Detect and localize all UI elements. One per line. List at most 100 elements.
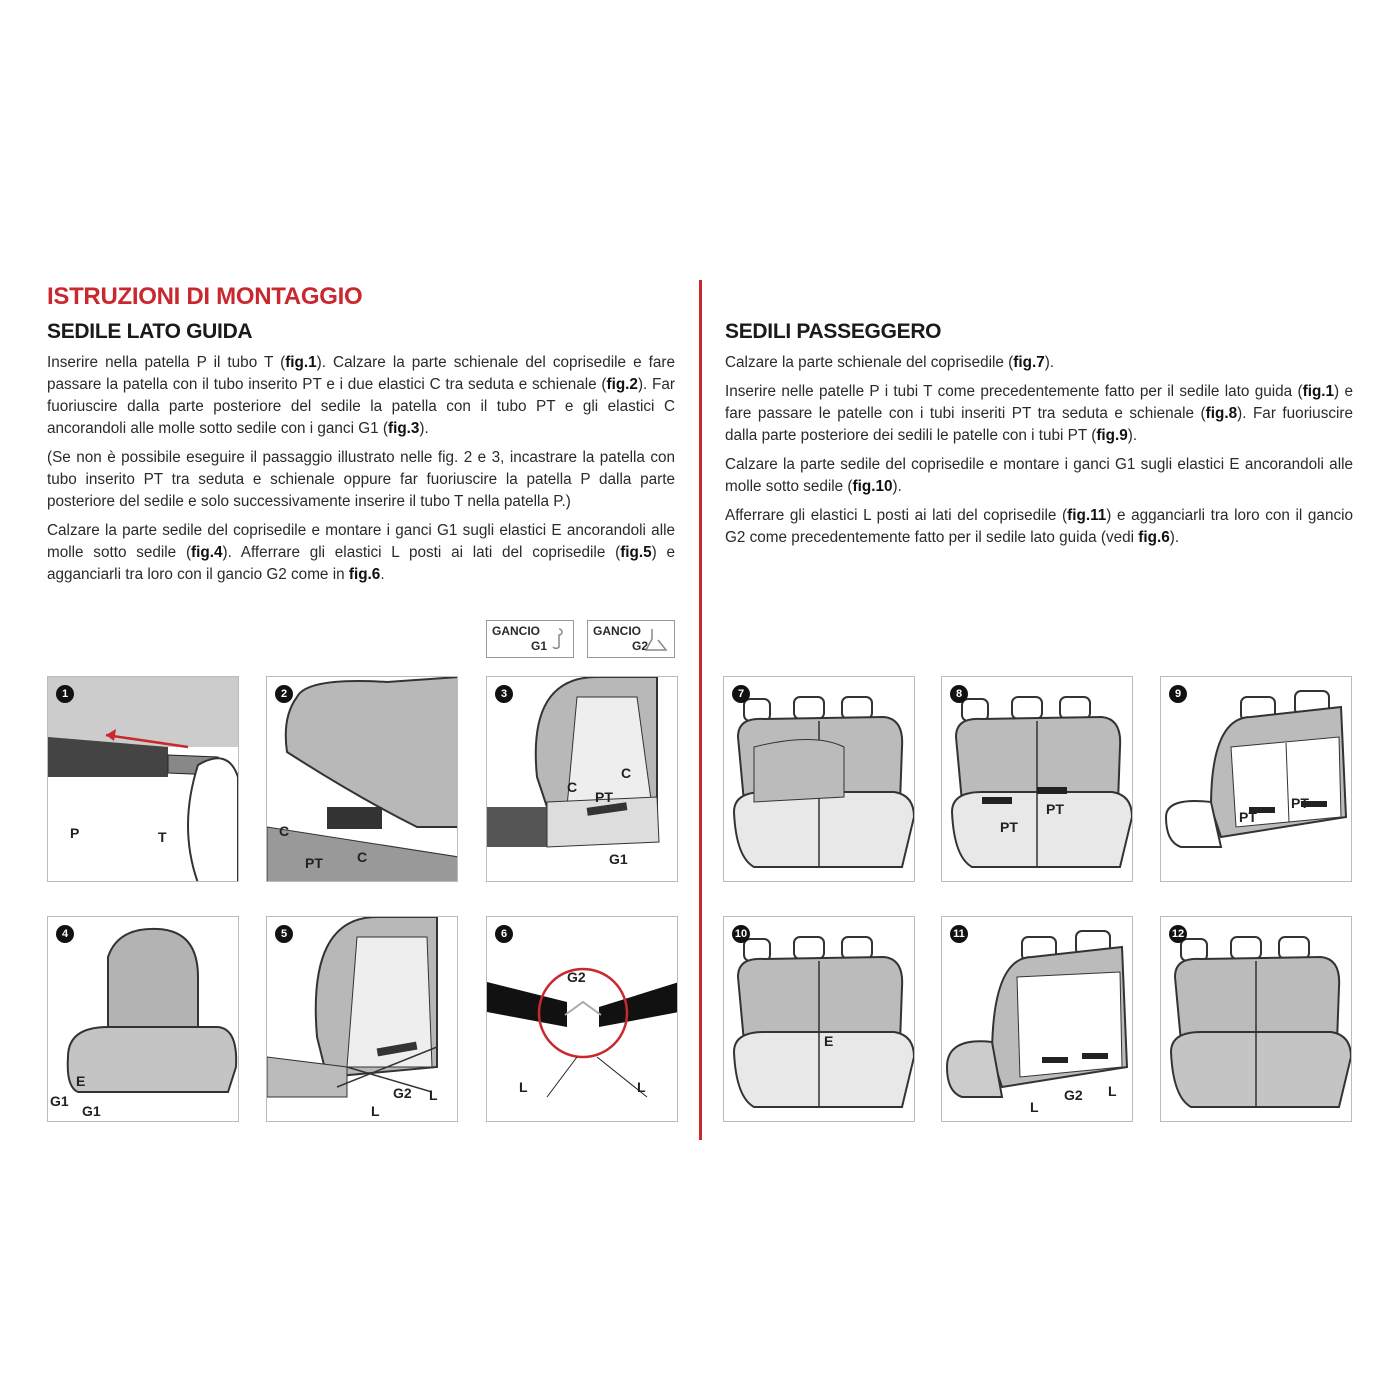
- figure-reference: fig.6: [1138, 529, 1170, 546]
- paragraph-text: ) e fare passare le patelle con i tubi i…: [725, 383, 1353, 422]
- passenger-seats-instructions: Calzare la parte schienale del coprisedi…: [725, 352, 1353, 556]
- passenger-seats-heading: SEDILI PASSEGGERO: [725, 320, 942, 343]
- seat-illustration: [732, 696, 914, 868]
- figure-label: G1: [82, 1103, 101, 1119]
- figure-reference: fig.9: [1096, 427, 1128, 444]
- figure-label: PT: [1046, 801, 1064, 817]
- figure-label: C: [357, 849, 368, 865]
- figure-label: PT: [595, 789, 613, 805]
- figure-number-badge: 9: [1169, 685, 1187, 703]
- paragraph-text: ). Calzare la parte schienale del copris…: [47, 354, 675, 393]
- column-divider: [699, 280, 702, 1140]
- figure-reference: fig.7: [1013, 354, 1045, 371]
- hook-code: G1: [530, 639, 547, 653]
- figure-label: C: [567, 779, 578, 795]
- figure-label: L: [1108, 1083, 1117, 1099]
- figure-7: 7: [723, 676, 915, 882]
- paragraph-text: ) e agganciarli tra loro con il gancio G…: [47, 544, 675, 583]
- seat-illustration: [945, 930, 1129, 1098]
- hook-label: GANCIO: [593, 624, 641, 638]
- paragraph-text: Calzare la parte sedile del coprisedile …: [47, 522, 675, 561]
- paragraph-text: .: [380, 566, 385, 583]
- figure-number-badge: 2: [275, 685, 293, 703]
- figure-number-badge: 6: [495, 925, 513, 943]
- paragraph-text: ). Afferrare gli elastici L posti ai lat…: [222, 544, 621, 561]
- hook-label: GANCIO: [492, 624, 540, 638]
- figure-label: C: [621, 765, 632, 781]
- paragraph-text: Inserire nelle patelle P i tubi T come p…: [725, 383, 1303, 400]
- driver-seat-instructions: Inserire nella patella P il tubo T ( fig.…: [47, 352, 675, 593]
- figure-label: L: [1030, 1099, 1039, 1115]
- paragraph-text: ). Far fuoriuscire dalla parte posterior…: [47, 376, 675, 437]
- instruction-paragraph: Calzare la parte schienale del coprisedi…: [725, 352, 1353, 374]
- figure-label: G2: [567, 969, 586, 985]
- paragraph-text: ) e agganciarli tra loro con il gancio G…: [725, 507, 1354, 546]
- figure-number-badge: 8: [950, 685, 968, 703]
- instruction-paragraph: Inserire nelle patelle P i tubi T come p…: [725, 381, 1353, 447]
- paragraph-text: ).: [1169, 529, 1180, 546]
- figure-reference: fig.11: [1067, 507, 1107, 524]
- figure-label: C: [279, 823, 290, 839]
- figure-number-badge: 1: [56, 685, 74, 703]
- figure-label: PT: [1000, 819, 1018, 835]
- figure-reference: fig.8: [1205, 405, 1238, 422]
- paragraph-text: ).: [419, 420, 429, 437]
- figure-label: T: [158, 829, 167, 845]
- figure-label: L: [637, 1079, 646, 1095]
- figure-label: PT: [1291, 795, 1309, 811]
- hook-g2-legend: GANCIO G2: [587, 620, 675, 658]
- figure-number-badge: 4: [56, 925, 74, 943]
- figure-label: L: [519, 1079, 528, 1095]
- instruction-paragraph: Calzare la parte sedile del coprisedile …: [725, 454, 1353, 498]
- seat-illustration: [487, 967, 677, 1098]
- figure-label: G2: [393, 1085, 412, 1101]
- seat-illustration: [950, 696, 1132, 868]
- seat-illustration: [732, 936, 914, 1108]
- hook-g1-legend: GANCIO G1: [486, 620, 574, 658]
- page-title: ISTRUZIONI DI MONTAGGIO: [47, 283, 363, 310]
- instruction-paragraph: Inserire nella patella P il tubo T ( fig.…: [47, 352, 675, 440]
- figure-label: P: [70, 825, 80, 841]
- figure-reference: fig.10: [852, 478, 893, 495]
- hook-g2-icon: [644, 629, 668, 651]
- figure-reference: fig.3: [387, 420, 420, 437]
- figure-label: L: [371, 1103, 380, 1119]
- figure-12: 12: [1160, 916, 1352, 1122]
- figure-label: L: [429, 1087, 438, 1103]
- paragraph-text: Afferrare gli elastici L posti ai lati d…: [725, 507, 1068, 524]
- figure-reference: fig.6: [348, 566, 381, 583]
- instruction-paragraph: Afferrare gli elastici L posti ai lati d…: [725, 505, 1353, 549]
- figure-label: G1: [50, 1093, 69, 1109]
- figure-label: G1: [609, 851, 628, 867]
- seat-illustration: [267, 917, 438, 1098]
- figure-label: PT: [1239, 809, 1257, 825]
- seat-illustration: [1169, 936, 1351, 1108]
- figure-label: E: [76, 1073, 86, 1089]
- hook-code: G2: [631, 639, 648, 653]
- figure-reference: fig.5: [620, 544, 652, 561]
- paragraph-text: Inserire nella patella P il tubo T (: [47, 354, 286, 371]
- seat-illustration: [66, 927, 238, 1093]
- figure-number-badge: 11: [950, 925, 968, 943]
- paragraph-text: ).: [1127, 427, 1138, 444]
- figure-reference: fig.1: [1302, 383, 1335, 400]
- seat-illustration: [1164, 690, 1348, 848]
- figure-number-badge: 12: [1169, 925, 1187, 943]
- paragraph-text: Calzare la parte schienale del coprisedi…: [725, 354, 1014, 371]
- figure-reference: fig.2: [606, 376, 638, 393]
- figure-number-badge: 3: [495, 685, 513, 703]
- instruction-paragraph: (Se non è possibile eseguire il passaggi…: [47, 447, 675, 513]
- driver-seat-heading: SEDILE LATO GUIDA: [47, 320, 253, 343]
- seat-illustration: [48, 677, 238, 881]
